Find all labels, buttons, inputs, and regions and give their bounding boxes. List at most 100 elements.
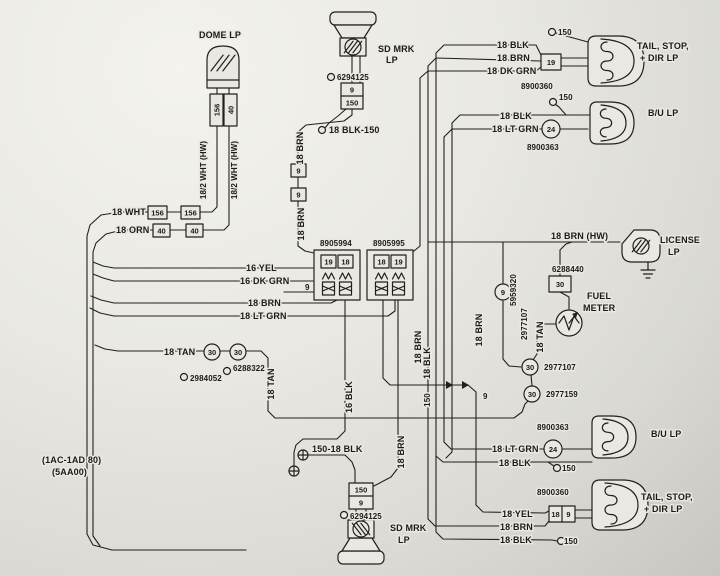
wire [89,299,396,317]
harness-code: (1AC-1AD 80) [42,455,101,465]
wire [555,32,589,43]
tail-stop-dir-lp-label: + DIR LP [640,53,678,63]
wire-label: 18 BRN [296,208,306,241]
wire [532,323,557,361]
circled-connector-number: 30 [234,348,242,357]
connector-box-number: 9 [296,166,300,175]
backup-lamp-symbol [591,415,637,459]
wire-label: 18 BRN [248,298,281,308]
wire-label: 18 BLK [500,111,532,121]
wire-label: 18 BLK-150 [329,125,380,135]
wire-label: 150 [558,28,572,37]
wire [297,108,353,165]
wire-label: 18 TAN [164,347,195,357]
wire [382,299,550,514]
wire-label: 16 BLK [344,381,354,413]
connector-box-number: 150 [355,485,368,494]
connector-box: 30 [548,275,572,293]
wire-label: 150 [423,393,432,407]
connector-box-number: 156 [184,208,197,217]
wire-label: 18/2 WHT (HW) [230,141,239,199]
circled-connector-number: 30 [208,348,216,357]
part-number: 2984052 [190,374,222,383]
circled-connector: 30 [521,358,539,376]
wire-label: 18 ORN [116,225,149,235]
ring-terminal [556,536,566,546]
connector-box-number: 9 [350,85,354,94]
part-number: 6288322 [233,364,265,373]
ring-terminal [326,72,336,82]
circled-connector-number: 30 [526,363,534,372]
wire [445,114,591,459]
wire-label: 18 BLK [499,458,531,468]
tail-stop-dir-lp-label: TAIL, STOP, [641,492,693,502]
wire-label: 18 LT GRN [492,124,539,134]
wire-label: 18 DK GRN [487,66,536,76]
wire-label: 18 YEL [502,509,533,519]
ring-terminal [179,372,189,382]
wire [407,66,542,253]
side-marker-lamp-symbol [337,519,385,565]
tail-stop-dir-lp-label: TAIL, STOP, [637,41,689,51]
tail-stop-dir-lamp-symbol [591,479,649,531]
fuel-meter-label: FUEL [587,291,611,301]
part-number: 2977159 [546,390,578,399]
circled-connector: 24 [541,119,561,139]
wire [373,299,399,487]
wire-label: 9 [483,392,488,401]
circled-connector: 24 [543,439,563,459]
circled-connector: 9 [494,283,512,301]
connector-box-number: 40 [157,226,165,235]
bu-lp-label: B/U LP [648,108,678,118]
ring-terminal [548,97,558,107]
connector-box-number: 9 [296,190,300,199]
wire-label: 18/2 WHT (HW) [199,141,208,199]
connector-box: 40 [152,223,171,238]
sd-mrk-lp-label: LP [386,55,398,65]
connector-box: 40 [185,223,204,238]
wire [293,299,346,466]
wire [435,44,593,463]
pin-number: 19 [324,258,332,267]
part-number: 8900363 [537,423,569,432]
wire [502,300,522,368]
wire [559,291,570,310]
wire [435,455,558,542]
connector-box-number: 150 [346,98,359,107]
wire-label: 18 BRN [396,436,406,469]
wire-label: 18 BRN [474,314,484,347]
part-number: 8900360 [537,488,569,497]
part-number: 8905994 [320,239,352,248]
connector-box-number: 156 [151,208,164,217]
connector-box-number: 9 [359,498,363,507]
wire-label: 150 [564,537,578,546]
connector-box: 156 [180,205,201,220]
connector-box-number: 40 [190,226,198,235]
wire [297,200,315,254]
side-marker-lamp-symbol [329,11,377,57]
wire-label: 16 DK GRN [240,276,289,286]
part-number: 8900363 [527,143,559,152]
wire-label: 18 BRN [497,53,530,63]
part-number: 6288440 [552,265,584,274]
wire [307,454,356,484]
ground-symbol [288,465,300,477]
sd-mrk-lp-label: SD MRK [378,44,415,54]
wire-label: 150 [562,464,576,473]
wire-label: 18 LT GRN [240,311,287,321]
circled-connector: 30 [229,343,247,361]
wire [90,295,338,304]
sd-mrk-lp-label: SD MRK [390,523,427,533]
tail-stop-dir-lp-label: + DIR LP [644,504,682,514]
ring-terminal [552,463,562,473]
wire-label: 18 BRN [295,132,305,165]
wire-label: 18 LT GRN [492,444,539,454]
connector-box: 40 [223,93,238,127]
harness-code: (5AA00) [52,467,87,477]
wire [547,461,555,467]
